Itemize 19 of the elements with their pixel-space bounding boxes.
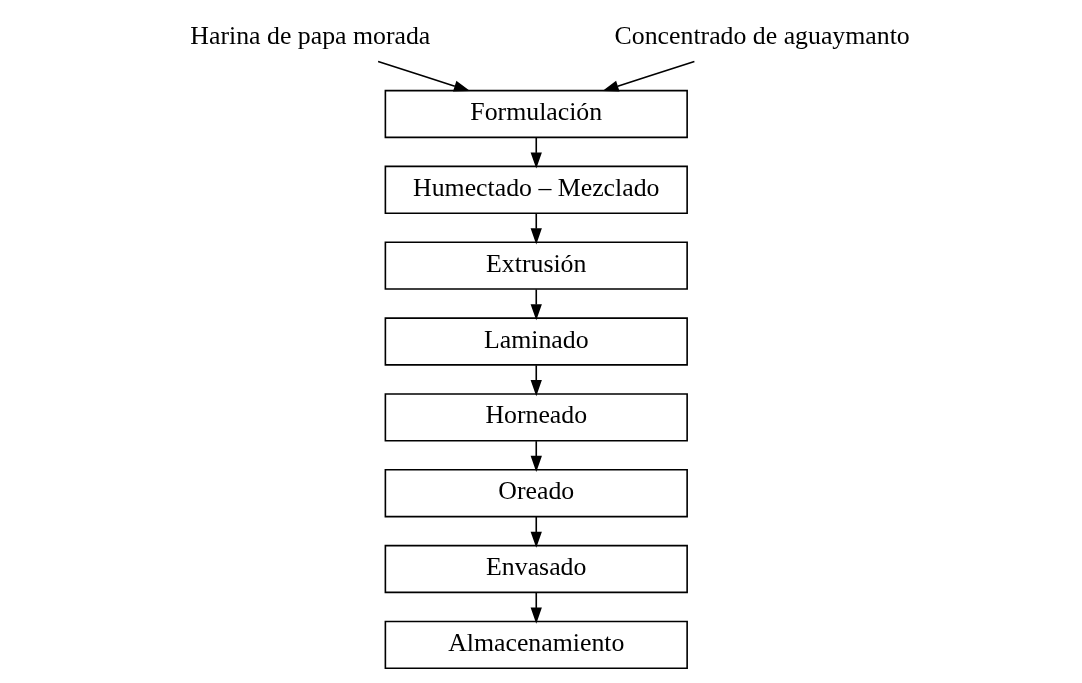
node-box: Formulación (384, 89, 688, 139)
arrow (530, 288, 542, 321)
node-box: Envasado (384, 544, 688, 594)
arrow (530, 136, 542, 169)
arrow (601, 60, 695, 92)
arrow (376, 60, 470, 92)
node-text: Concentrado de aguaymanto (614, 21, 910, 51)
node-text: Harina de papa morada (189, 21, 430, 51)
node-box: Laminado (384, 317, 688, 366)
arrow (530, 592, 542, 624)
arrow (530, 516, 542, 548)
node-box: Horneado (384, 393, 688, 442)
node-box: Oreado (384, 469, 688, 518)
node-box: Humectado – Mezclado (384, 165, 688, 214)
arrow (530, 212, 542, 245)
arrow (530, 440, 542, 472)
arrow (530, 364, 542, 397)
node-box: Almacenamiento (384, 620, 688, 670)
node-box: Extrusión (384, 241, 688, 290)
